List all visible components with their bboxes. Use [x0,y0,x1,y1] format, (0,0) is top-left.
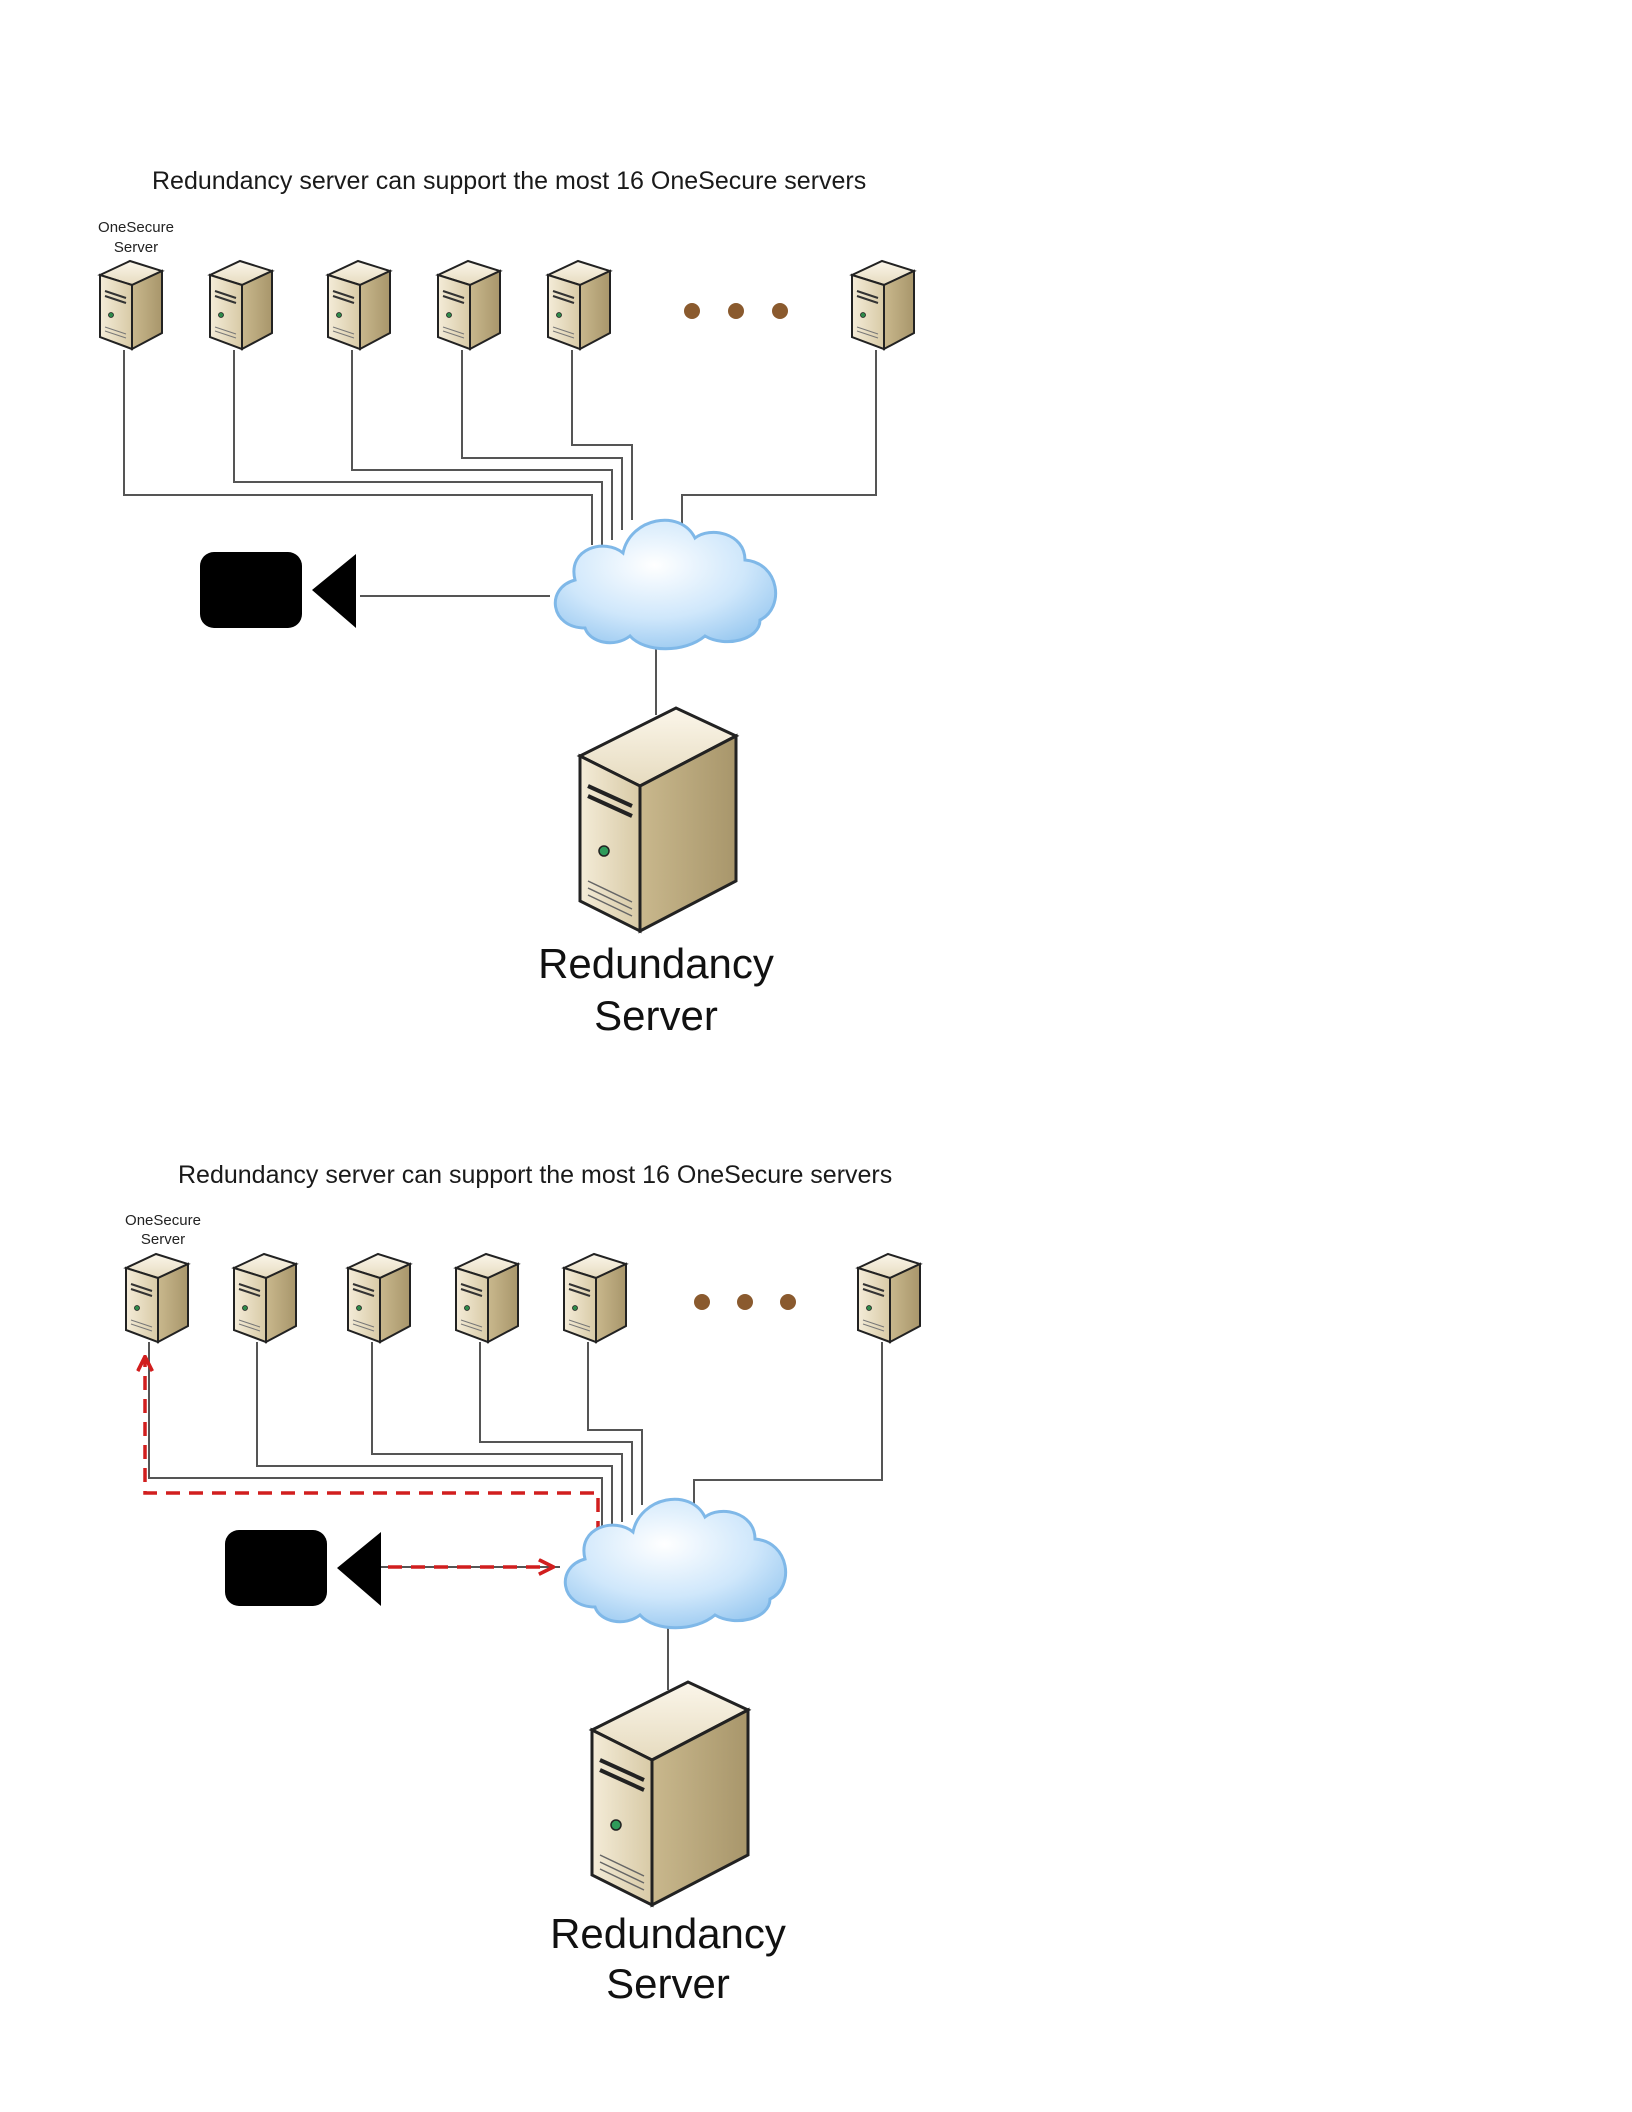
diagram-1: Redundancy server can support the most 1… [98,167,914,1039]
onesecure-server-icon [100,261,162,349]
connection-wires [124,350,876,715]
redundancy-server-label-line2: Server [594,992,718,1039]
redundancy-server-icon [592,1682,748,1905]
onesecure-server-icon [126,1254,188,1342]
ellipsis-icon [684,303,788,319]
redundancy-server-label-line1: Redundancy [538,940,774,987]
server-label-line1: OneSecure [98,219,174,236]
onesecure-server-icon [210,261,272,349]
onesecure-server-icon [852,261,914,349]
redundancy-server-label-line1: Redundancy [550,1910,786,1957]
onesecure-server-icon [438,261,500,349]
redundancy-server-icon [580,708,736,931]
diagram-caption: Redundancy server can support the most 1… [152,167,866,195]
onesecure-server-icon [456,1254,518,1342]
onesecure-server-icon [564,1254,626,1342]
network-cloud-icon [565,1499,785,1628]
network-cloud-icon [555,520,775,649]
server-label-line1: OneSecure [125,1212,201,1229]
server-label-line2: Server [141,1231,185,1248]
server-label-line2: Server [114,239,158,256]
onesecure-server-icon [858,1254,920,1342]
connection-wires [149,1342,882,1690]
diagram-2: Redundancy server can support the most 1… [125,1161,920,2007]
onesecure-server-icon [548,261,610,349]
ellipsis-icon [694,1294,796,1310]
onesecure-server-icon [328,261,390,349]
onesecure-server-icon [234,1254,296,1342]
onesecure-server-icon [348,1254,410,1342]
video-camera-icon [225,1530,381,1606]
redundancy-server-label-line2: Server [606,1960,730,2007]
video-camera-icon [200,552,356,628]
diagram-caption: Redundancy server can support the most 1… [178,1161,892,1189]
